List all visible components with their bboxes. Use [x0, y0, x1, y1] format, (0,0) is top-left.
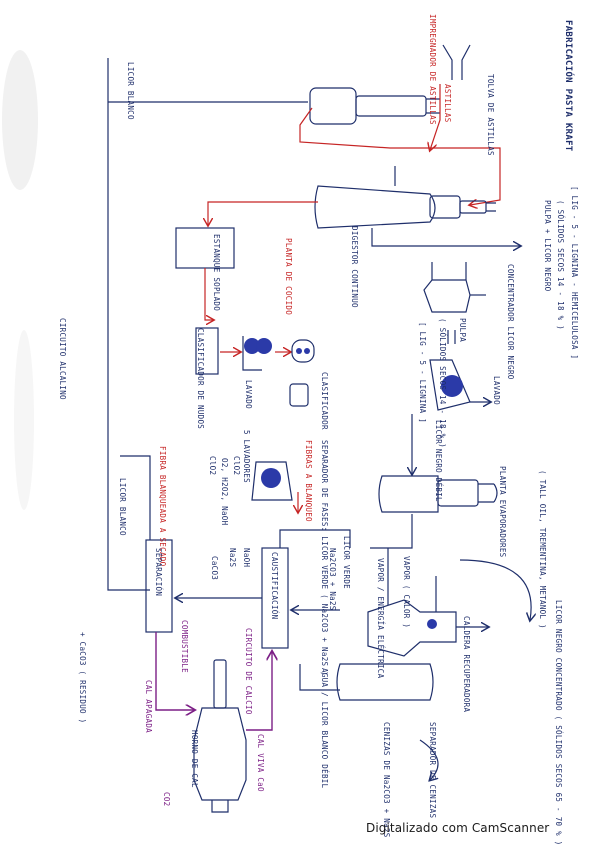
digestor-continuo — [314, 185, 496, 229]
label-horno-cal: HORNO DE CAL — [190, 730, 199, 788]
label-licor-verde-1: LICOR VERDE — [342, 536, 351, 589]
tolva-astillas — [442, 44, 471, 80]
label-planta-cocido: PLANTA DE COCIDO — [284, 238, 293, 315]
label-impregnador: IMPREGNADOR DE ASTILLAS — [428, 14, 437, 125]
label-reactivo-1: ClO2 — [232, 456, 241, 475]
label-licor-blanco-top: LICOR BLANCO — [126, 62, 135, 120]
label-licor-blanco-mid: LICOR BLANCO — [118, 478, 127, 536]
agua-arrow — [419, 739, 439, 780]
label-astillas: ASTILLAS — [443, 84, 452, 123]
separacion-box — [145, 539, 173, 633]
label-concentrador: CONCENTRADOR LICOR NEGRO — [506, 264, 515, 380]
separacion-licor-blanco — [120, 455, 151, 540]
lavado-drum — [242, 336, 272, 371]
label-caustificacion: CAUSTIFICACIÓN — [270, 552, 279, 619]
evap-out — [370, 514, 413, 549]
equals-mark — [447, 330, 456, 344]
caldera-burner — [427, 619, 437, 629]
label-fibras-blanqueo: FIBRAS A BLANQUEO — [304, 440, 313, 522]
label-cal-apagada: CAL APAGADA — [144, 680, 153, 733]
diagram-title: FABRICACIÓN PASTA KRAFT — [563, 20, 575, 152]
impregnador-to-digestor — [299, 107, 501, 205]
impregnador-vessel — [309, 87, 440, 125]
label-lavado-2: LAVADO — [244, 380, 253, 409]
label-licor-negro-debil: LICOR NEGRO DÉBIL — [434, 420, 443, 502]
clasificador-2-box — [289, 383, 309, 407]
planta-evaporadores — [378, 475, 498, 513]
label-caldera: CALDERA RECUPERADORA — [462, 616, 471, 712]
scanner-watermark: Digitalizado com CamScanner — [366, 821, 550, 835]
label-cond-2: ( SÓLIDOS SECOS 14 - 18 % ) — [556, 200, 565, 330]
caldera-recuperadora — [367, 599, 457, 657]
label-circuito-calcio: CIRCUITO DE CALCIO — [244, 628, 253, 715]
horno-to-caustif — [246, 652, 272, 731]
digestor-out-line — [371, 228, 520, 246]
label-combustible: COMBUSTIBLE — [180, 620, 189, 673]
label-circuito-alcalino: CIRCUITO ALCALINO — [58, 318, 67, 400]
estanque-to-clasificador — [204, 268, 213, 320]
concentrador-unit — [423, 262, 486, 313]
label-naoh: NaOH — [242, 548, 251, 567]
label-lignina-2: [ LIG - 5 - LIGNINA ] — [418, 322, 427, 423]
depurador — [291, 339, 315, 363]
clasificador-box — [195, 327, 219, 375]
disolvedor-tank — [336, 663, 434, 701]
calcio-loop — [155, 632, 194, 710]
label-lavadores: 5 LAVADORES — [242, 430, 251, 483]
label-separacion: SEPARACIÓN — [154, 548, 163, 596]
label-tolva: TOLVA DE ASTILLAS — [486, 74, 495, 156]
label-clasificador: CLASIFICADOR DE NUDOS — [196, 328, 205, 429]
lavador-blanqueo — [251, 461, 293, 501]
label-licor-verde-2: Na2CO3 + Na2S — [328, 548, 337, 611]
label-digestor: DIGESTOR CONTINUO — [350, 226, 359, 308]
label-concentrado-2: ( SÓLIDOS SECOS 14 - 18 % ) — [438, 318, 447, 448]
label-caco3: CaCO3 — [210, 556, 219, 580]
label-vapor: VAPOR ( CALOR ) — [402, 556, 411, 628]
caustif-top-line — [279, 529, 351, 548]
astillas-arrow — [430, 84, 441, 150]
label-cond-1: [ LIG - 5 - LIGNINA - HEMICELULOSA ] — [570, 186, 579, 359]
disolvedor-to-caustif — [299, 664, 340, 691]
label-cal-viva: CAL VIVA CaO — [256, 734, 265, 792]
label-clasificador-2: CLASIFICADOR — [320, 372, 329, 430]
label-planta-evap: PLANTA EVAPORADORES — [498, 466, 507, 558]
label-lavado: LAVADO — [492, 376, 501, 405]
label-cond-3: PULPA + LICOR NEGRO — [543, 200, 552, 292]
label-caco3-residuo: + CaCO3 ( RESIDUO ) — [78, 632, 87, 724]
licor-blanco-line — [107, 58, 308, 591]
label-na2s: Na2S — [228, 548, 237, 567]
label-separador: SEPARADOR DE CENIZAS — [428, 722, 437, 818]
label-reactivo-3: ClO2 — [208, 456, 217, 475]
digestor-to-estanque — [208, 201, 318, 225]
label-subproductos: ( TALL OIL, TREMENTINA, METANOL ) — [538, 470, 547, 629]
label-agua: AGUA / LICOR BLANCO DÉBIL — [320, 668, 329, 789]
label-fibra-blanqueada: FIBRA BLANQUEADA A SECADO — [158, 446, 167, 567]
concentrado-arrow — [459, 559, 531, 620]
horno-de-cal — [193, 659, 247, 813]
label-reactivo-2: O2, H2O2, NaOH — [220, 458, 229, 526]
label-vapor-2: VAPOR / ENERGÍA ELÉCTRICA — [376, 558, 385, 679]
label-co2: CO2 — [162, 792, 171, 806]
label-licor-concentrado: LICOR NEGRO CONCENTRADO ( SÓLIDOS SECOS … — [554, 600, 563, 846]
label-pulpa: PULPA — [458, 318, 467, 342]
label-cenizas: CENIZAS DE Na2CO3 + Na2S — [382, 722, 391, 838]
label-estanque: ESTANQUE SOPLADO — [212, 234, 221, 311]
label-separador-fase: SEPARADOR DE FASES: LICOR VERDE ( Na2CO3… — [320, 440, 329, 676]
